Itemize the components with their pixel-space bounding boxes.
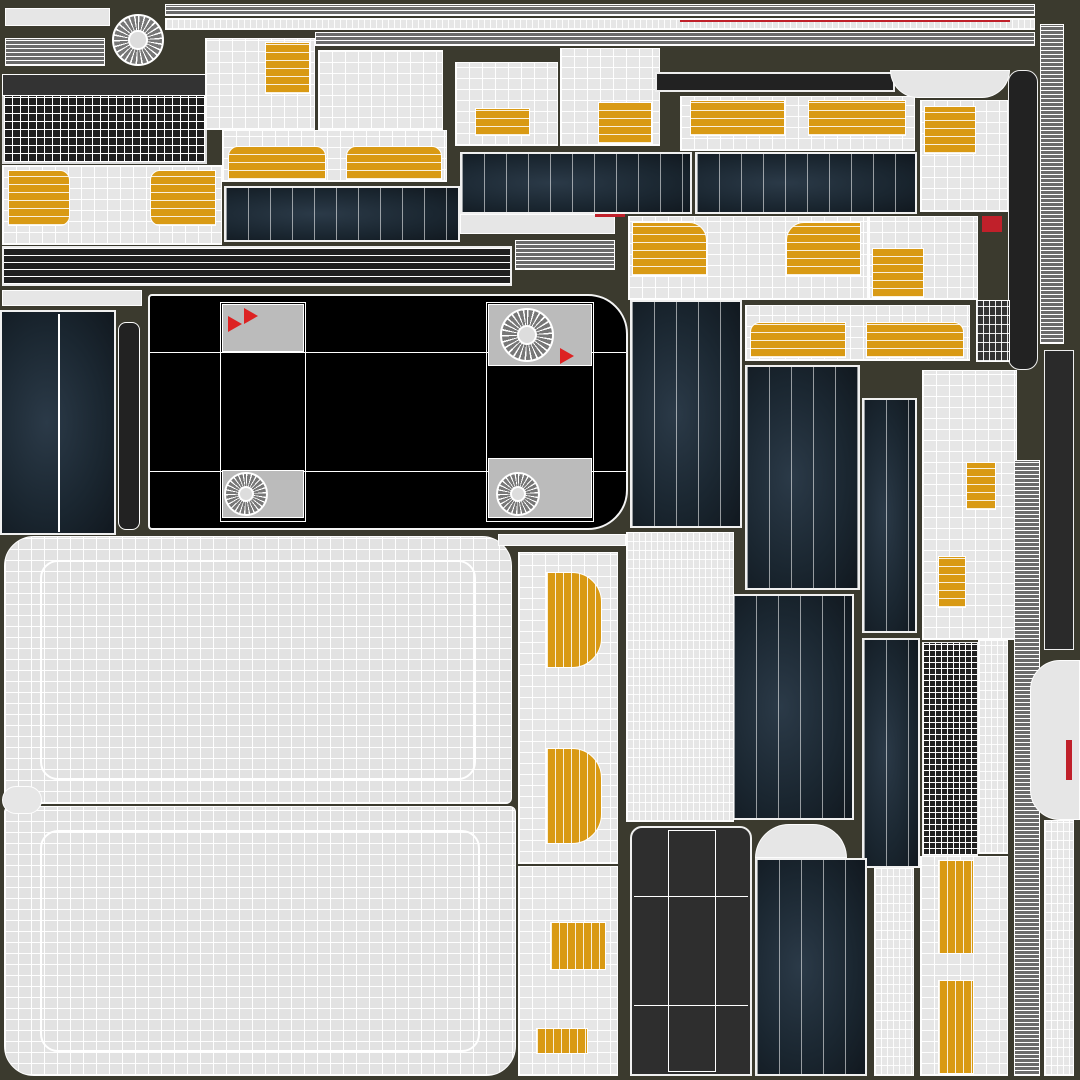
bar-misc [460,214,615,234]
dark-panel-v5 [862,638,920,868]
warning-triangle-icon [560,348,574,364]
yellow-decal [632,222,707,276]
curved-bar [890,70,1010,98]
yellow-decal [8,170,70,226]
yellow-decal [866,322,964,358]
black-panel-grid [220,302,306,522]
small-part [498,534,626,546]
warning-triangle-icon [228,316,242,332]
top-strip-2 [165,18,1035,30]
yellow-decal [228,146,326,180]
dark-panel-left-split [58,314,60,532]
charcoal-grid [634,896,748,1006]
yellow-decal [150,170,216,226]
black-panel-grid [150,352,626,472]
dark-panel-v4 [732,594,854,820]
dark-panel-v6 [755,858,867,1076]
charcoal-block [630,826,752,1076]
yellow-decal [550,922,606,970]
fan-icon [496,472,540,516]
top-strip [165,4,1035,16]
yellow-decal [690,100,785,136]
dark-panel-h3 [224,186,460,242]
yellow-decal [872,248,924,298]
fan-icon [500,308,554,362]
fan-icon [112,14,164,66]
small-bar-left-2 [5,38,105,66]
dome-part [755,824,847,858]
panel-column-lower [518,866,618,1076]
long-bar-1 [2,246,512,286]
black-panel-grid [486,302,594,522]
bar-dark-strip [655,72,895,92]
yellow-decal [938,980,974,1074]
fan-icon [224,472,268,516]
yellow-decal [598,102,652,144]
panel-tall-grid [626,532,734,822]
dark-panel-v1 [630,300,742,528]
red-mark [1066,740,1072,780]
small-strip [515,240,615,270]
dark-panel-h2 [695,152,917,214]
yellow-decal [966,462,996,510]
yellow-decal [750,322,846,358]
white-tray-upper [4,536,512,804]
warning-triangle-icon [244,308,258,324]
yellow-decal [546,572,602,668]
strip-right-2 [1008,70,1038,370]
small-part [2,786,42,814]
strip-right-6 [1044,820,1074,1076]
strip-right-5 [1044,350,1074,650]
strip-right-3 [1040,24,1064,344]
tray-inner [40,830,480,1052]
dark-panel-v2 [745,365,860,590]
yellow-decal [536,1028,588,1054]
small-part [2,290,142,306]
yellow-decal [786,222,861,276]
top-strip-3 [315,32,1035,46]
strip-tube [874,868,914,1076]
yellow-decal [346,146,442,180]
yellow-decal [938,556,966,608]
yellow-decal [265,42,310,94]
grid-block-right [922,642,978,856]
strip-right-1 [978,640,1008,854]
header-band [2,74,207,96]
small-bar-left [5,8,110,26]
strip-misc [976,300,1010,362]
white-tray-lower [4,806,516,1076]
yellow-decal [475,108,530,136]
red-mark [982,216,1002,232]
panel-top-mid-b [318,50,443,130]
yellow-decal [546,748,602,844]
thin-tube [118,322,140,530]
yellow-decal [808,100,906,136]
red-mark [595,214,625,217]
curved-part-right [1030,660,1080,820]
dark-panel-h1 [460,152,692,214]
charcoal-grid [668,830,716,1072]
dark-panel-v3 [862,398,917,633]
red-stripe [680,20,1010,22]
yellow-decal [924,106,976,154]
strip-right-4 [1014,460,1040,1076]
yellow-decal [938,860,974,954]
tray-inner [40,560,476,780]
